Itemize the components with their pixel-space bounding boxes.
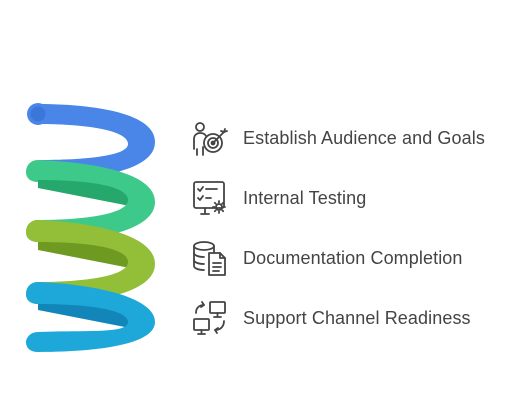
monitors-sync-icon xyxy=(190,298,230,338)
step-documentation-completion: Documentation Completion xyxy=(190,238,463,278)
coil-band-4 xyxy=(26,282,155,352)
person-target-icon xyxy=(190,118,230,158)
checklist-gear-icon xyxy=(190,178,230,218)
database-document-icon xyxy=(190,238,230,278)
coil-band-1 xyxy=(38,104,155,180)
step-label: Establish Audience and Goals xyxy=(243,127,485,148)
coil-band-3 xyxy=(26,220,155,304)
step-label: Support Channel Readiness xyxy=(243,307,471,328)
spiral-coil xyxy=(26,103,155,352)
step-internal-testing: Internal Testing xyxy=(190,178,366,218)
coil-end-cap-inner xyxy=(30,106,46,122)
step-support-channel-readiness: Support Channel Readiness xyxy=(190,298,471,338)
step-establish-audience: Establish Audience and Goals xyxy=(190,118,485,158)
step-label: Internal Testing xyxy=(243,187,367,208)
step-label: Documentation Completion xyxy=(243,247,463,268)
